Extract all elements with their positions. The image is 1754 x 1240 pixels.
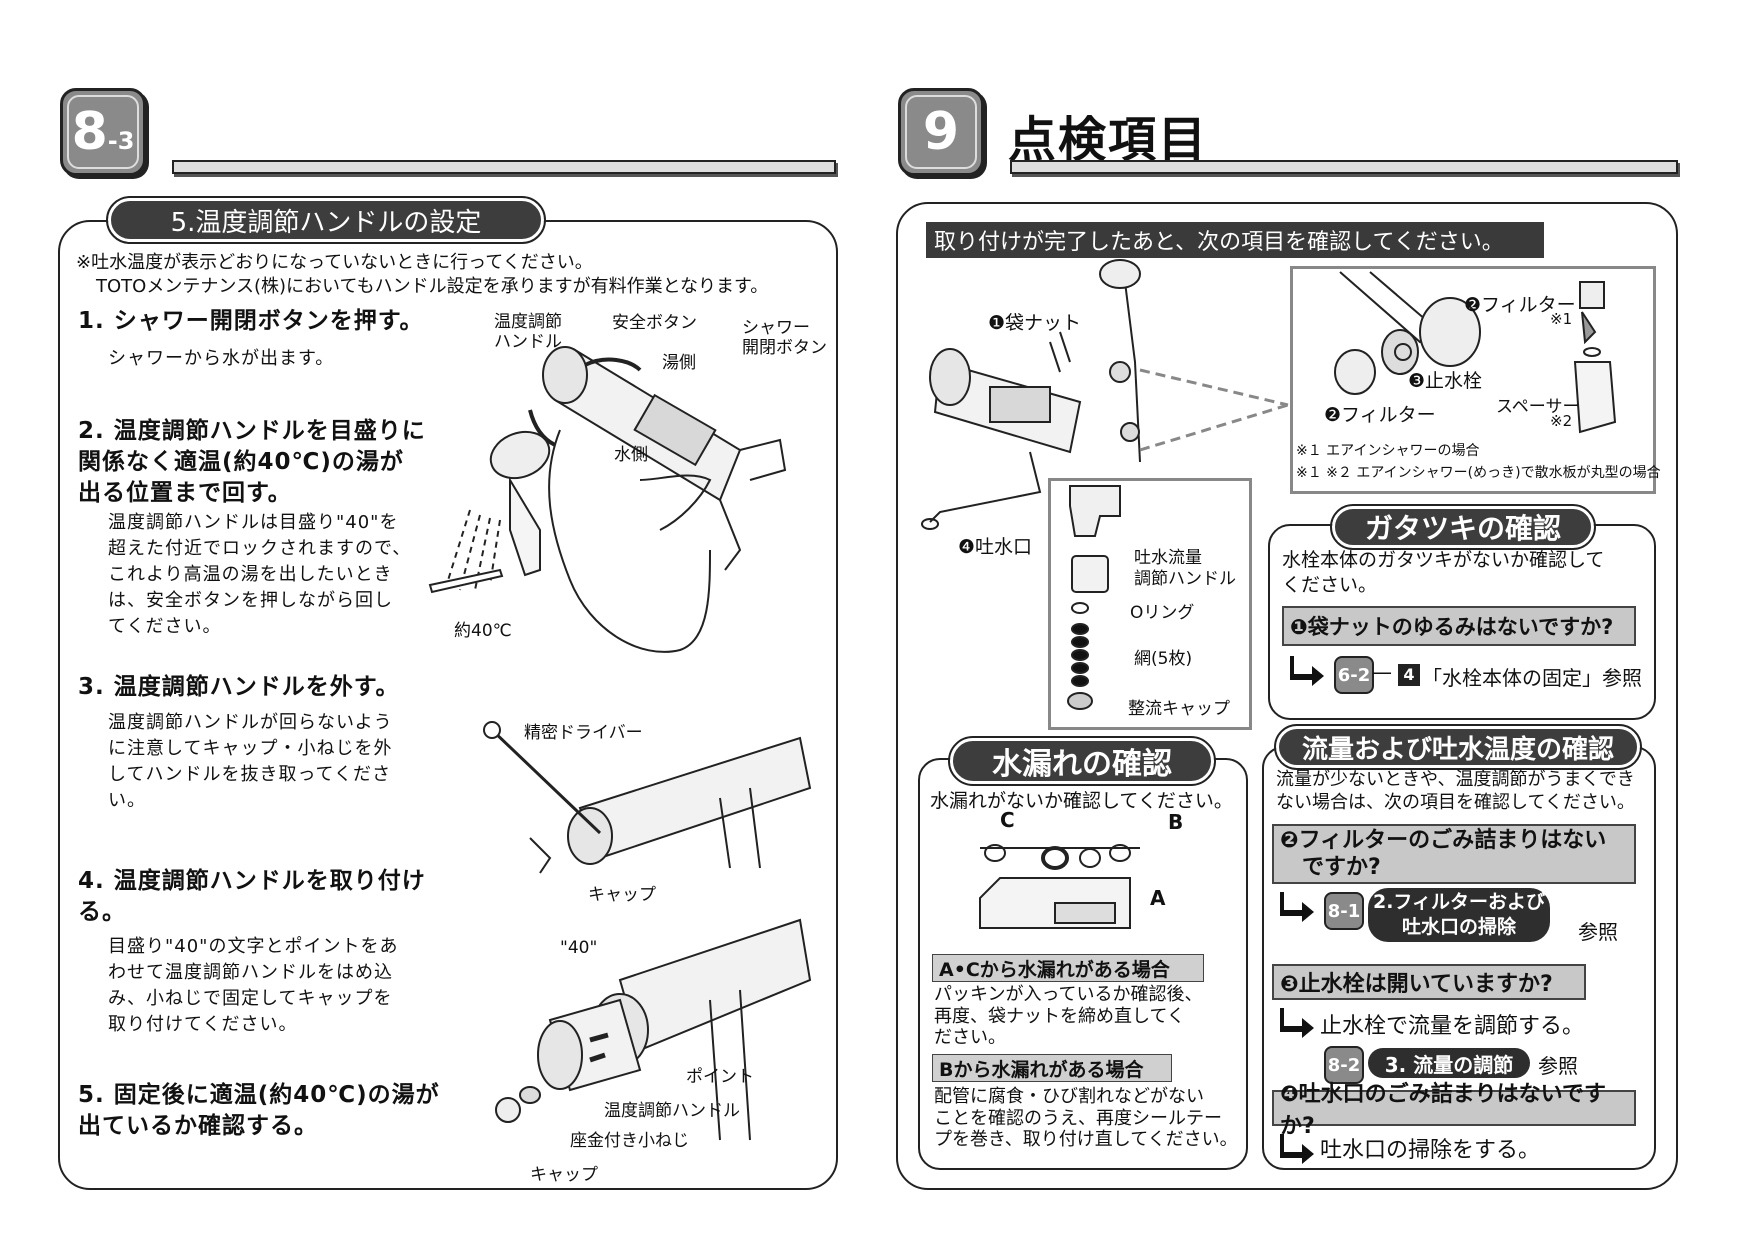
leak-label-a: A <box>1150 886 1166 910</box>
label-stop-valve: ❸止水栓 <box>1408 370 1483 392</box>
section-badge-8-3: 8 -3 <box>60 88 146 176</box>
leak-case-1-text: パッキンが入っているか確認後、 再度、袋ナットを締め直してく ださい。 <box>934 984 1203 1049</box>
ref-dash: — <box>1372 660 1392 684</box>
faucet-illustration-1 <box>428 346 787 653</box>
badge-main: 8 <box>71 102 108 162</box>
header-rule-right <box>1010 160 1678 174</box>
leak-intro: 水漏れがないか確認してください。 <box>930 790 1233 812</box>
ref-chip-6-2[interactable]: 6-2 <box>1334 656 1374 694</box>
label-shower-button: シャワー 開閉ボタン <box>742 318 827 359</box>
faucet-illustration-2 <box>483 721 812 874</box>
label-spout: ❹吐水口 <box>958 536 1033 558</box>
label-point: ポイント <box>686 1067 754 1087</box>
leak-case-2: Bから水漏れがある場合 <box>932 1054 1172 1082</box>
label-oring: Oリング <box>1130 603 1195 623</box>
rattle-title: ガタツキの確認 <box>1330 504 1596 550</box>
note-line-2: TOTOメンテナンス(株)においてもハンドル設定を承りますが有料作業となります。 <box>96 276 769 297</box>
flow-intro: 流量が少ないときや、温度調節がうまくでき ない場合は、次の項目を確認してください… <box>1276 769 1635 814</box>
filter-detail-illustration <box>1334 271 1617 434</box>
ref-chip-8-1[interactable]: 8-1 <box>1324 892 1364 930</box>
flow-answer-3: 止水栓で流量を調節する。 <box>1320 1014 1585 1039</box>
label-mesh: 網(5枚) <box>1134 649 1193 669</box>
left-panel <box>58 220 838 1190</box>
faucet-overview-illustration <box>921 259 1141 530</box>
footnote-1: ※１ エアインシャワーの場合 <box>1296 443 1480 459</box>
ref-chip-8-2[interactable]: 8-2 <box>1324 1046 1364 1084</box>
step-1-head: 1. シャワー開閉ボタンを押す。 <box>78 308 424 334</box>
step-2-head: 2. 温度調節ハンドルを目盛りに 関係なく適温(約40℃)の湯が 出る位置まで回… <box>78 418 426 507</box>
page-title: 点検項目 <box>1008 112 1209 168</box>
spout-parts-illustration <box>1067 485 1121 710</box>
step-3-body: 温度調節ハンドルが回らないよう に注意してキャップ・小ねじを外 してハンドルを抜… <box>108 712 393 812</box>
label-cold-side: 水側 <box>614 445 648 465</box>
step-2-body: 温度調節ハンドルは目盛り"40"を 超えた付近でロックされますので、 これより高… <box>108 512 412 638</box>
label-precision-driver: 精密ドライバー <box>524 723 643 743</box>
ref-pill-filter-cleaning[interactable]: 2.フィルターおよび 吐水口の掃除 <box>1368 888 1550 942</box>
step-4-body: 目盛り"40"の文字とポイントをあ わせて温度調節ハンドルをはめ込 み、小ねじで… <box>108 936 399 1036</box>
leak-title: 水漏れの確認 <box>948 736 1216 786</box>
label-flow-handle: 吐水流量 調節ハンドル <box>1134 548 1236 590</box>
rattle-intro: 水栓本体のガタツキがないか確認して ください。 <box>1282 549 1605 596</box>
step-4-head: 4. 温度調節ハンドルを取り付け る。 <box>78 868 426 926</box>
footnote-2: ※１ ※２ エアインシャワー(めっき)で散水板が丸型の場合 <box>1296 465 1661 481</box>
ref-pill-flow-adjust[interactable]: 3. 流量の調節 <box>1368 1048 1530 1078</box>
label-temp-handle: 温度調節 ハンドル <box>494 312 562 353</box>
step-3-head: 3. 温度調節ハンドルを外す。 <box>78 674 400 700</box>
arrow-icon <box>1290 656 1324 686</box>
ref1-suffix: 参照 <box>1578 920 1618 944</box>
label-40: "40" <box>560 938 598 958</box>
section-badge-9: 9 <box>898 88 984 176</box>
label-safety-button: 安全ボタン <box>612 313 697 333</box>
faucet-illustration-3 <box>495 918 812 1141</box>
leak-label-c: C <box>1000 808 1015 832</box>
label-cap-2: キャップ <box>530 1165 598 1185</box>
flow-answer-4: 吐水口の掃除をする。 <box>1320 1138 1541 1163</box>
leak-faucet-illustration <box>979 844 1140 929</box>
flow-question-3: ❸止水栓は開いていますか? <box>1272 964 1586 1000</box>
label-hot-side: 湯側 <box>662 353 696 373</box>
header-rule-left <box>172 160 836 174</box>
step-1-body: シャワーから水が出ます。 <box>108 348 335 369</box>
label-note2: ※2 <box>1550 412 1573 430</box>
rattle-question-1: ❶袋ナットのゆるみはないですか? <box>1282 606 1636 646</box>
flow-question-4: ❹吐水口のごみ詰まりはないですか? <box>1272 1082 1636 1139</box>
label-note1: ※1 <box>1550 310 1573 328</box>
banner: 取り付けが完了したあと、次の項目を確認してください。 <box>926 222 1544 258</box>
label-filter-top: ❷フィルター <box>1464 294 1576 316</box>
arrow-icon-4 <box>1280 1134 1314 1164</box>
arrow-icon-2 <box>1280 892 1314 922</box>
label-bag-nut: ❶袋ナット <box>988 312 1082 334</box>
label-washer-screw: 座金付き小ねじ <box>570 1131 689 1151</box>
badge-main-9: 9 <box>922 102 960 162</box>
ref-num-box: 4 <box>1398 664 1420 686</box>
ref2-suffix: 参照 <box>1538 1054 1578 1078</box>
label-temp-handle-2: 温度調節ハンドル <box>604 1101 740 1121</box>
ref-text: 「水栓本体の固定」参照 <box>1422 666 1642 690</box>
section-title: 5.温度調節ハンドルの設定 <box>106 196 546 244</box>
label-cap-1: キャップ <box>588 885 656 905</box>
leak-case-1: A•Cから水漏れがある場合 <box>932 954 1204 982</box>
leak-case-2-text: 配管に腐食・ひび割れなどがない ことを確認のうえ、再度シールテー プを巻き、取り… <box>934 1086 1238 1151</box>
label-approx-40: 約40℃ <box>454 621 512 641</box>
label-filter-bottom: ❷フィルター <box>1324 404 1436 426</box>
label-spacer: スペーサー <box>1496 397 1580 417</box>
flow-question-2: ❷フィルターのごみ詰まりはない ですか? <box>1272 824 1636 884</box>
note-line-1: ※吐水温度が表示どおりになっていないときに行ってください。 <box>76 252 593 273</box>
flow-title: 流量および吐水温度の確認 <box>1274 724 1642 770</box>
dashed-connectors <box>1139 368 1289 452</box>
badge-sub: -3 <box>107 127 135 155</box>
arrow-icon-3 <box>1280 1008 1314 1038</box>
label-flow-cap: 整流キャップ <box>1128 699 1230 719</box>
step-5-head: 5. 固定後に適温(約40℃)の湯が 出ているか確認する。 <box>78 1082 440 1140</box>
leak-label-b: B <box>1168 810 1184 834</box>
